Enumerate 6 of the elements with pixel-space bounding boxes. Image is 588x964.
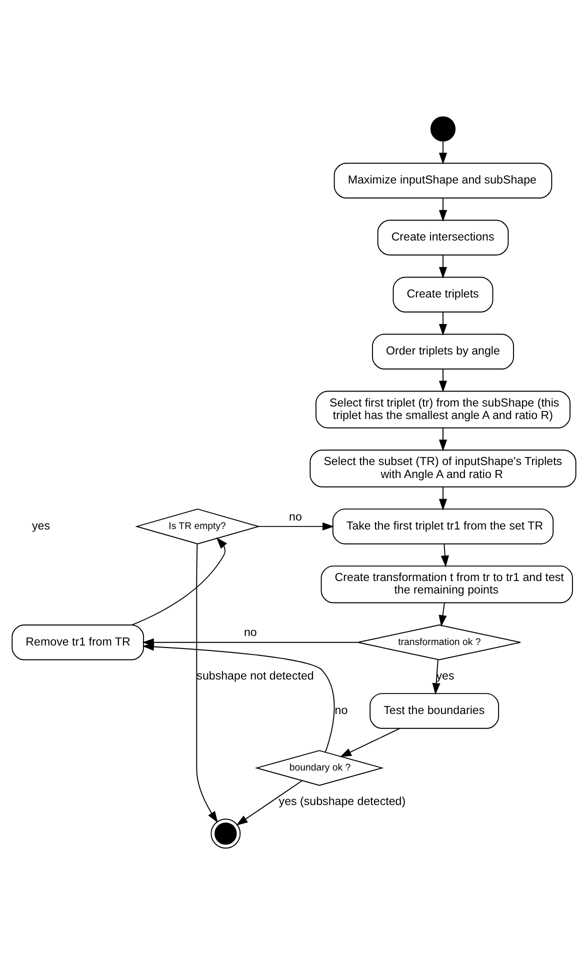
edge-label: no xyxy=(334,704,348,716)
edge-label: yes (subshape detected) xyxy=(278,796,406,808)
edge-label: no xyxy=(244,626,257,639)
edge-label: no xyxy=(289,510,302,523)
edge-label: subshape not detected xyxy=(196,670,314,682)
label: yes xyxy=(32,520,50,532)
